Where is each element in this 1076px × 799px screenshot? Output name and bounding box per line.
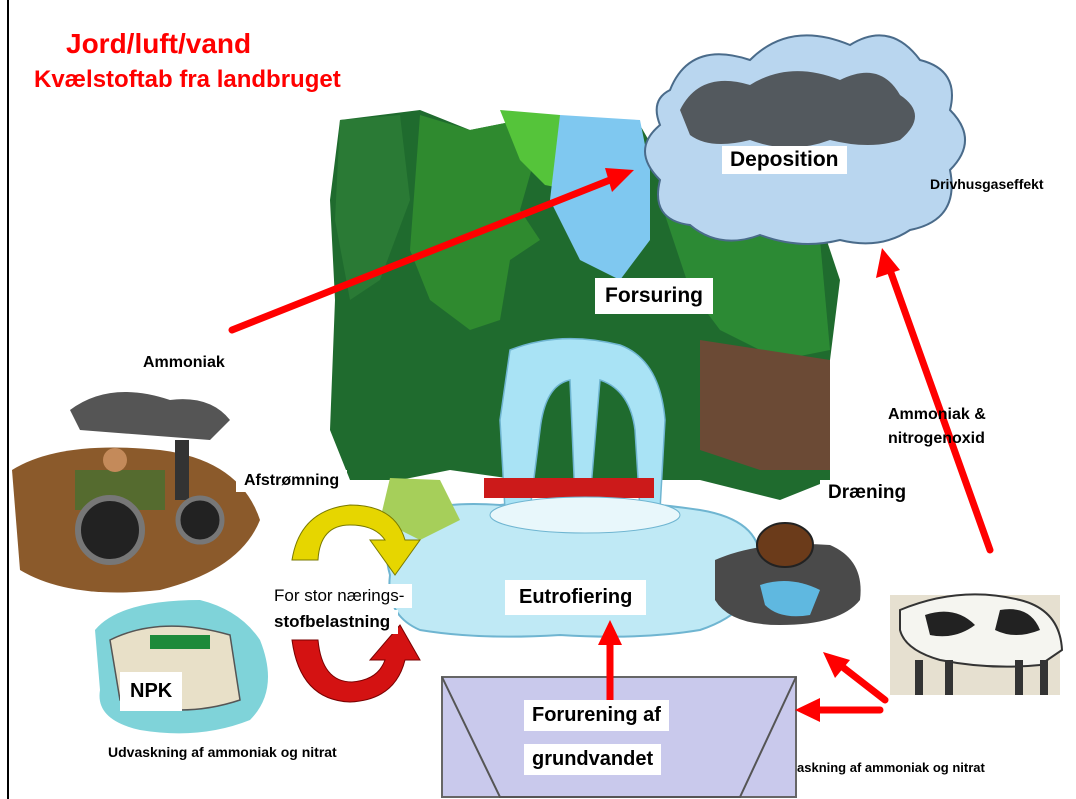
eutrophication-label: Eutrofiering — [505, 580, 647, 615]
title-line-2: Kvælstoftab fra landbruget — [34, 66, 341, 93]
ammonia-label: Ammoniak — [143, 354, 225, 371]
ammonia-nox-label-line2: nitrogenoxid — [888, 430, 985, 447]
drain-pipe-illustration — [715, 522, 861, 625]
waterfall — [484, 337, 681, 534]
drainage-label: Dræning — [820, 480, 915, 506]
leaching-label-right: askning af ammoniak og nitrat — [797, 760, 985, 775]
greenhouse-label: Drivhusgaseffekt — [930, 176, 1044, 192]
ammoniak-arrow — [228, 176, 614, 334]
groundwater-label-line2: grundvandet — [524, 744, 662, 775]
npk-sacks-illustration — [95, 600, 268, 734]
nutrient-curved-arrow — [291, 624, 421, 703]
npk-label: NPK — [120, 672, 183, 711]
flow-arrows — [228, 176, 994, 714]
groundwater-label-line1: Forurening af — [524, 700, 669, 731]
groundwater-box — [441, 676, 797, 798]
title-line-1: Jord/luft/vand — [66, 28, 252, 59]
emission-arrow — [886, 266, 994, 554]
leaching-label-left: Udvaskning af ammoniak og nitrat — [108, 744, 337, 760]
deposition-label: Deposition — [722, 146, 847, 174]
tractor-illustration — [12, 392, 260, 593]
nutrient-load-label-line1: For stor nærings- — [266, 584, 413, 608]
drainage-arrow — [836, 661, 889, 704]
rain-cloud — [644, 34, 966, 245]
arrow-heads — [598, 168, 900, 722]
ammonia-nox-label-line1: Ammoniak & — [888, 406, 986, 423]
grass — [380, 478, 460, 540]
runoff-label: Afstrømning — [236, 470, 348, 492]
cow-illustration — [890, 593, 1064, 695]
acidification-label: Forsuring — [595, 278, 713, 314]
runoff-curved-arrow — [291, 504, 421, 576]
nutrient-load-label-line2: stofbelastning — [266, 610, 399, 634]
